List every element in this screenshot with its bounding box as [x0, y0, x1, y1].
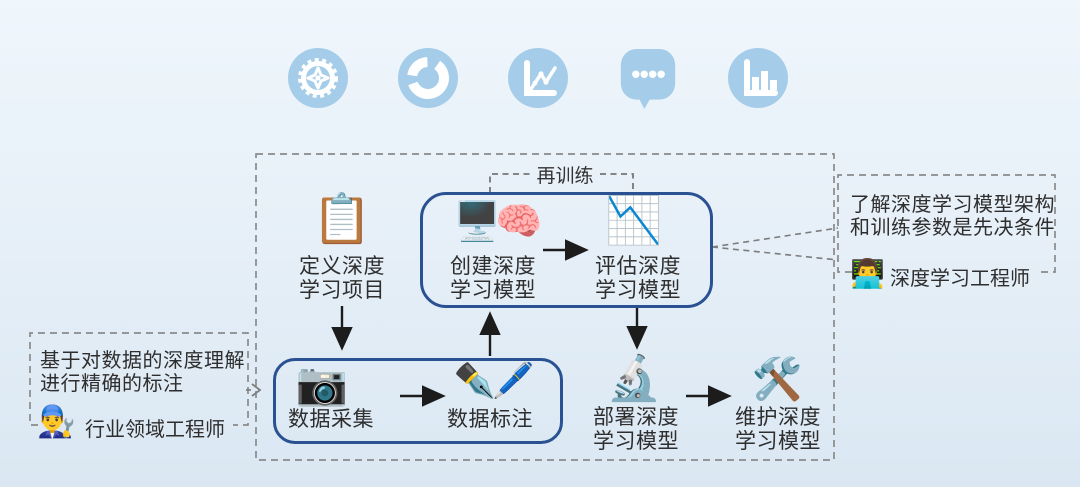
deploy-model-label: 部署深度 学习模型 [593, 406, 679, 453]
bar-chart-icon [728, 48, 788, 108]
camera-icon: 📷 [295, 360, 349, 407]
line-chart-icon [508, 48, 568, 108]
right-callout-text: 了解深度学习模型架构 和训练参数是先决条件 [850, 194, 1055, 239]
retrain-label: 再训练 [536, 166, 594, 187]
gear-icon [288, 48, 348, 108]
technologist-engineer-icon: 👨‍💻 [850, 258, 885, 289]
clipboard-icon: 📋 [312, 193, 372, 246]
data-group-box [273, 358, 563, 444]
left-callout-arrow [251, 383, 262, 397]
data-collection-label: 数据采集 [288, 408, 374, 431]
right-callout-role: 深度学习工程师 [890, 268, 1030, 290]
computer-brain-icon: 🖥️🧠 [453, 201, 543, 243]
left-callout-text: 基于对数据的深度理解 进行精确的标注 [40, 350, 245, 395]
chat-dots-icon [618, 48, 678, 109]
train-group-box [420, 192, 713, 308]
chart-decreasing-icon: 📉 [605, 194, 663, 246]
left-callout-role: 行业领域工程师 [85, 419, 225, 441]
mechanic-engineer-icon: 👨‍🔧 [37, 404, 76, 439]
right-callout-pointer [711, 227, 839, 261]
maintain-model-label: 维护深度 学习模型 [735, 406, 821, 453]
create-model-label: 创建深度 学习模型 [450, 255, 536, 302]
define-project-label: 定义深度 学习项目 [299, 255, 385, 302]
evaluate-model-label: 评估深度 学习模型 [595, 255, 681, 302]
donut-chart-icon [398, 48, 458, 108]
tools-icon: 🛠️ [751, 356, 803, 402]
microscope-icon: 🔬 [606, 354, 662, 403]
data-annotation-label: 数据标注 [447, 408, 533, 431]
pens-icon: ✒️🖊️ [453, 362, 535, 400]
